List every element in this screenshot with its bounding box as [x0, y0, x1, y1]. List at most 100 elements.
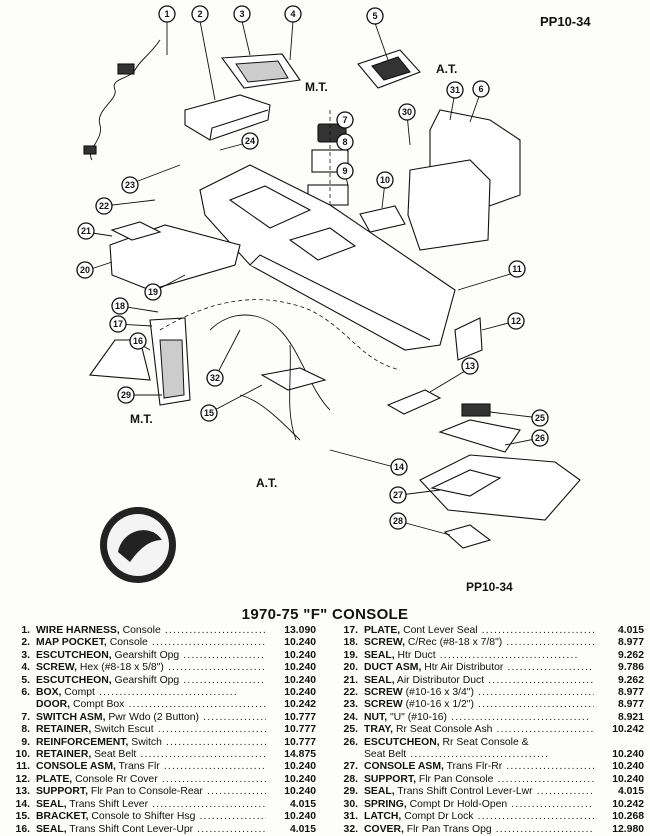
part-name: SWITCH ASM, [36, 711, 106, 723]
leader-dots: .................................. [406, 749, 550, 761]
callout-10: 10 [376, 171, 394, 189]
callout-number: 4 [290, 9, 295, 19]
part-name: ESCUTCHEON, [36, 674, 112, 686]
part-detail: Compt Dr Lock [401, 811, 474, 823]
part-detail: Console Rr Cover [72, 773, 158, 785]
callout-17: 17 [109, 315, 127, 333]
part-code: 10.240 [612, 761, 644, 773]
part-description: SCREW, Hex (#8-18 x 5/8") ..............… [36, 662, 266, 674]
part-description: REINFORCEMENT, Switch ..................… [36, 737, 266, 749]
part-name: SEAL, [36, 823, 67, 835]
leader-dots: .................................. [167, 662, 266, 674]
part-detail: Console to Shifter Hsg [88, 811, 196, 823]
part-number: 21. [343, 674, 358, 686]
callout-23: 23 [121, 176, 139, 194]
parts-list-row: 26.ESCUTCHEON, Rr Seat Console & [336, 737, 644, 749]
callout-number: 17 [113, 319, 123, 329]
leader-dots: .................................. [183, 649, 266, 661]
rear-cover-plate-drawing [454, 317, 483, 361]
parts-list-row: 4.SCREW, Hex (#8-18 x 5/8") ............… [8, 662, 316, 674]
part-code: 8.977 [617, 637, 644, 649]
part-code: 10.242 [284, 699, 316, 711]
part-description: COVER, Flr Pan Trans Opg ...............… [364, 824, 594, 836]
part-code: 4.015 [617, 786, 644, 798]
part-number: 11. [16, 761, 30, 773]
callout-number: 25 [535, 413, 545, 423]
callout-18: 18 [111, 297, 129, 315]
callout-30: 30 [398, 103, 416, 121]
parts-list-row: 32.COVER, Flr Pan Trans Opg ............… [336, 824, 644, 836]
part-description: SWITCH ASM, Pwr Wdo (2 Button) .........… [36, 712, 266, 724]
part-description: Seat Belt ..............................… [364, 749, 594, 761]
part-description: SEAL, Trans Shift Control Lever-Lwr ....… [364, 786, 594, 798]
leader-dots: .................................. [136, 749, 266, 761]
parts-list-row: 15.BRACKET, Console to Shifter Hsg .....… [8, 811, 316, 823]
part-description: SUPPORT, Flr Pan Console ...............… [364, 774, 594, 786]
parts-list-row: 10.RETAINER, Seat Belt .................… [8, 749, 316, 761]
part-name: ESCUTCHEON, [364, 736, 440, 748]
parts-list-row: 25.TRAY, Rr Seat Console Ash ...........… [336, 724, 644, 736]
part-number: 16. [15, 823, 30, 835]
part-detail: Switch Escut [91, 724, 154, 736]
part-description: SCREW (#10-16 x 3/4") ..................… [364, 687, 594, 699]
callout-8: 8 [336, 133, 354, 151]
part-code: 10.240 [284, 649, 316, 661]
leader-dots: .................................. [507, 662, 594, 674]
main-console-drawing [199, 164, 456, 351]
part-code: 9.786 [617, 662, 644, 674]
part-detail: Compt Dr Hold-Open [406, 798, 508, 810]
page-id-top: PP10-34 [540, 14, 591, 29]
parts-list-row: 0.Seat Belt ............................… [336, 749, 644, 761]
map-pocket-drawing [184, 94, 271, 141]
callout-number: 27 [393, 490, 403, 500]
part-description: SEAL, Trans Shift Lever ................… [36, 799, 266, 811]
part-name: SCREW, [36, 662, 77, 674]
part-number: 2. [21, 637, 30, 649]
part-name: BRACKET, [36, 811, 89, 823]
callout-number: 31 [450, 85, 460, 95]
callout-28: 28 [389, 512, 407, 530]
parts-list-row: 14.SEAL, Trans Shift Lever .............… [8, 799, 316, 811]
callout-3: 3 [233, 5, 251, 23]
parts-list-row: 31.LATCH, Compt Dr Lock ................… [336, 811, 644, 823]
parts-list-left: 1. WIRE HARNESS, Console ................… [8, 625, 316, 836]
pontiac-logo [100, 507, 176, 583]
part-code: 10.240 [284, 786, 316, 798]
part-description: NUT, "U" (#10-16) ......................… [364, 712, 594, 724]
parts-list-row: 27.CONSOLE ASM, Trans Flr-Rr ...........… [336, 761, 644, 773]
part-number: 7. [21, 711, 30, 723]
callout-number: 24 [245, 136, 255, 146]
rear-console-drawing [419, 454, 581, 521]
part-description: LATCH, Compt Dr Lock ...................… [364, 811, 594, 823]
callout-number: 1 [164, 9, 169, 19]
label-mt-top: M.T. [305, 80, 328, 94]
part-number: 10. [15, 749, 30, 761]
part-name: CONSOLE ASM, [36, 761, 116, 773]
part-detail: Gearshift Opg [111, 649, 180, 661]
part-name: SCREW [364, 687, 403, 699]
part-code: 9.262 [617, 649, 644, 661]
compartment-box-drawing [407, 109, 521, 251]
callout-number: 28 [393, 516, 403, 526]
leader-dots: .................................. [495, 823, 594, 835]
part-number: 25. [343, 724, 358, 736]
part-description: SEAL, Trans Shift Cont Lever-Upr .......… [36, 824, 266, 836]
part-code: 10.240 [284, 674, 316, 686]
support-rear-drawing [386, 389, 442, 415]
callout-15: 15 [200, 404, 218, 422]
callout-29: 29 [117, 386, 135, 404]
seat-belt-retainer-drawing [359, 205, 406, 233]
part-name: PLATE, [364, 625, 401, 636]
callout-number: 16 [133, 336, 143, 346]
part-code: 13.090 [284, 625, 316, 636]
part-name: SEAL, [364, 674, 395, 686]
part-code: 14.875 [284, 749, 316, 761]
part-description: PLATE, Console Rr Cover ................… [36, 774, 266, 786]
parts-list-row: 5.ESCUTCHEON, Gearshift Opg ............… [8, 675, 316, 687]
part-description: WIRE HARNESS, Console ..................… [36, 625, 266, 637]
callout-number: 14 [394, 462, 404, 472]
part-code: 10.242 [612, 798, 644, 810]
callout-number: 11 [512, 264, 522, 274]
part-number: 1. [21, 625, 30, 636]
part-name: SPRING, [364, 798, 407, 810]
